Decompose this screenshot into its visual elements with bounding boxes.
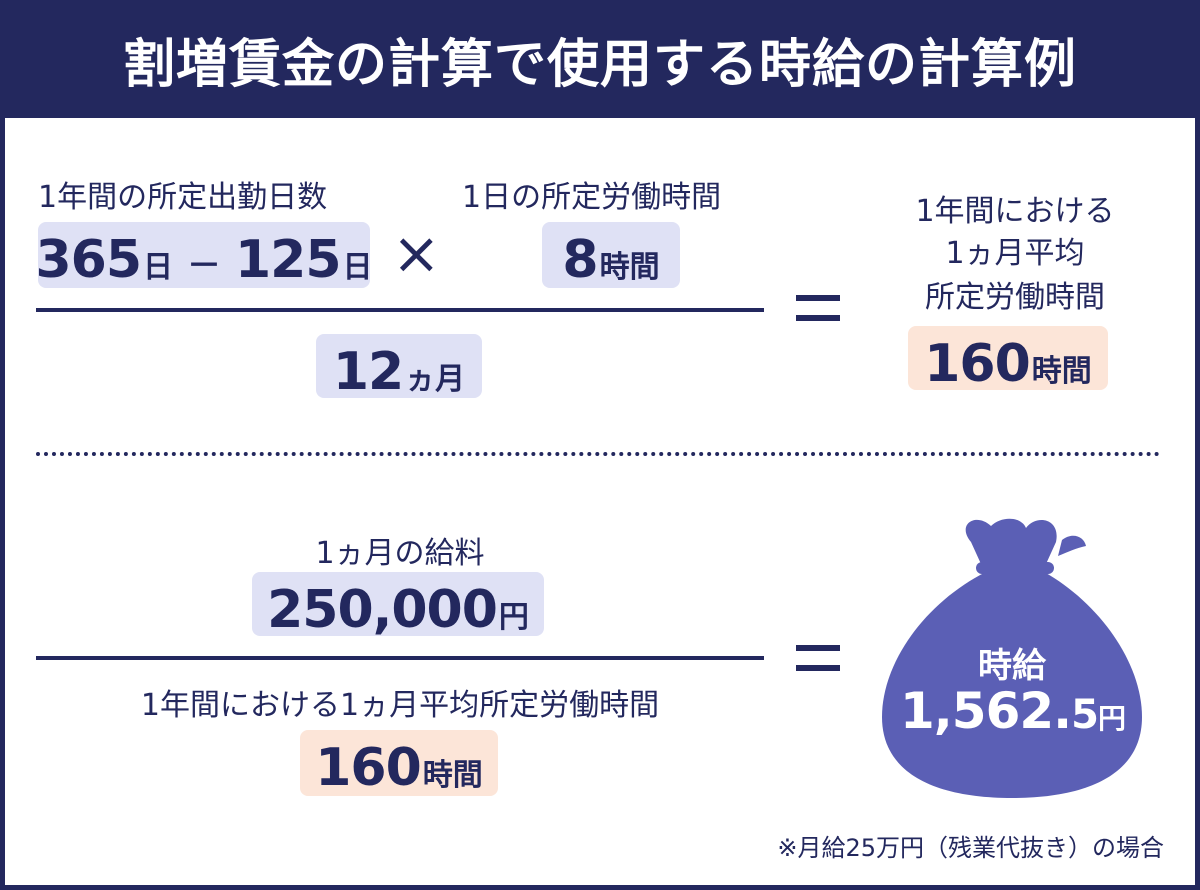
hourly-wage-main: 1,562. — [900, 682, 1072, 740]
monthly-hours-result-box: 160 時間 — [908, 326, 1108, 394]
monthly-hours-label: 1年間における1ヵ月平均所定労働時間 — [140, 688, 660, 723]
days-difference-box: 365 日 － 125 日 — [35, 222, 373, 290]
monthly-hours-box: 160 時間 — [300, 730, 498, 798]
numerator-left-label: 1年間の所定出勤日数 — [38, 180, 328, 215]
top-fraction-line — [36, 308, 764, 312]
months-unit: ヵ月 — [405, 362, 466, 397]
hours-value: 8 — [562, 230, 598, 290]
money-bag-icon — [882, 518, 1142, 798]
days-a-unit: 日 — [143, 250, 173, 285]
days-b-value: 125 — [235, 230, 342, 290]
multiply-sign: × — [392, 219, 441, 287]
result-unit: 時間 — [1031, 354, 1092, 389]
top-equals-sign — [796, 295, 840, 321]
page-title: 割増賃金の計算で使用する時給の計算例 — [0, 0, 1200, 118]
monthly-hours-unit: 時間 — [422, 758, 483, 793]
salary-label: 1ヵ月の給料 — [315, 536, 485, 571]
daily-hours-box: 8 時間 — [542, 222, 680, 290]
hourly-wage-label: 時給 — [978, 646, 1046, 686]
monthly-hours-value: 160 — [315, 738, 422, 798]
bottom-equals-sign — [796, 645, 840, 671]
bottom-fraction-line — [36, 656, 764, 660]
result-label-line1: 1年間における — [915, 194, 1115, 229]
minus-sign: － — [187, 246, 221, 286]
hourly-wage-value: 1,562.5円 — [900, 682, 1126, 740]
salary-box: 250,000 円 — [252, 572, 544, 640]
result-label-line2: 1ヵ月平均 — [945, 236, 1085, 271]
hours-unit: 時間 — [599, 250, 660, 285]
salary-value: 250,000 — [267, 580, 498, 640]
result-label-line3: 所定労働時間 — [925, 280, 1105, 315]
days-a-value: 365 — [35, 230, 142, 290]
salary-unit: 円 — [498, 600, 529, 635]
months-box: 12 ヵ月 — [316, 334, 482, 402]
footnote: ※月給25万円（残業代抜き）の場合 — [777, 834, 1164, 862]
months-value: 12 — [332, 342, 404, 402]
section-divider — [36, 452, 1160, 456]
result-value: 160 — [924, 334, 1031, 394]
hourly-wage-unit: 円 — [1098, 702, 1126, 735]
days-b-unit: 日 — [342, 250, 373, 285]
numerator-right-label: 1日の所定労働時間 — [462, 180, 722, 215]
hourly-wage-decimal: 5 — [1071, 692, 1099, 738]
